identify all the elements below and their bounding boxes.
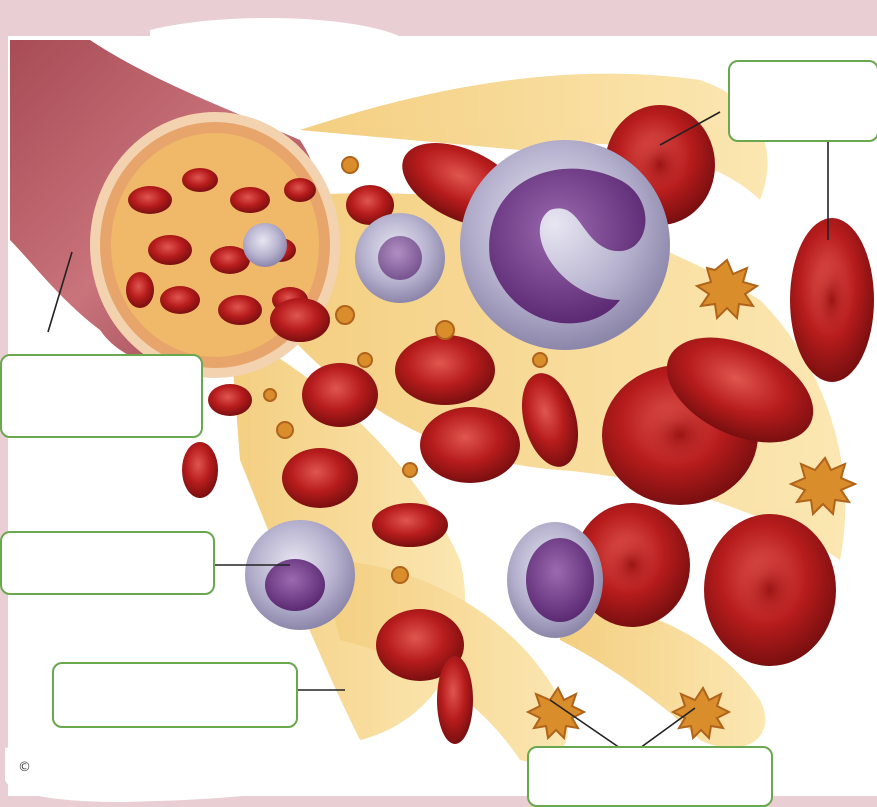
red-blood-cell-lower-right xyxy=(704,514,836,666)
white-blood-cell-lower-center xyxy=(507,522,603,638)
white-blood-cell-large xyxy=(460,140,670,350)
erased-label-area xyxy=(150,18,419,95)
white-blood-cell-vessel xyxy=(243,223,287,267)
label-left-upper[interactable] xyxy=(0,354,203,438)
white-blood-cell-small-upper xyxy=(355,213,445,303)
label-top-right[interactable] xyxy=(728,60,877,142)
copyright-mark: © xyxy=(18,760,31,775)
label-left-middle[interactable] xyxy=(0,531,215,595)
red-blood-cell-far-right xyxy=(790,218,874,382)
label-bottom-center[interactable] xyxy=(527,746,773,807)
label-left-lower[interactable] xyxy=(52,662,298,728)
white-blood-cell-lower-left xyxy=(245,520,355,630)
